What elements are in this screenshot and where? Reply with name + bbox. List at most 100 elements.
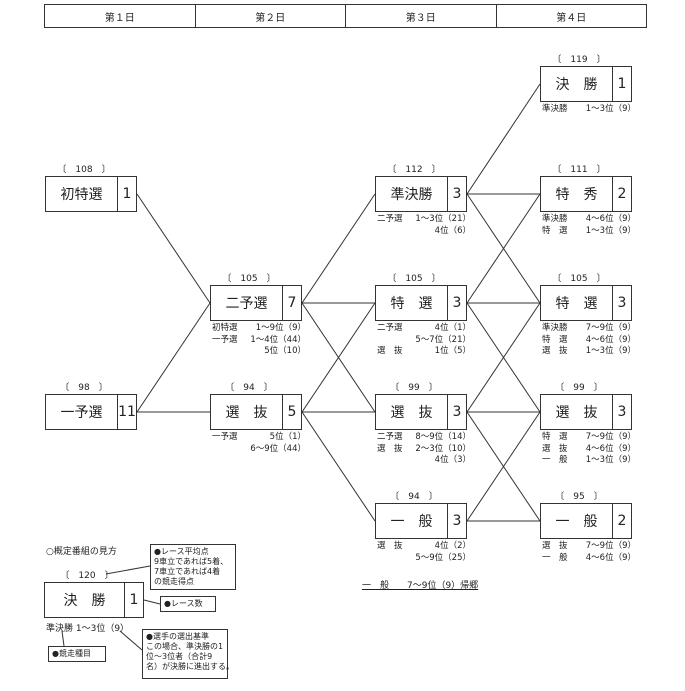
criteria-line: 4位（6）	[377, 226, 471, 238]
race-number: 〔 111 〕	[552, 165, 606, 175]
progression-line	[301, 411, 376, 522]
race-name: 選 抜	[376, 395, 448, 429]
race-number: 〔 99 〕	[555, 383, 603, 393]
race-count: 5	[287, 404, 297, 420]
criteria-line: 特 選 1～3位（9）	[542, 226, 636, 238]
source-race: 特 選	[542, 225, 568, 236]
legend-race-box: 決 勝 1	[44, 582, 144, 618]
rank-range: 5～7位（21）	[415, 334, 471, 345]
rank-range: 4位（3）	[434, 455, 471, 465]
source-race: 準決勝	[542, 323, 568, 333]
progression-line	[136, 193, 211, 304]
progression-line	[301, 193, 376, 304]
race-name: 初特選	[46, 177, 118, 211]
rank-range: 1～3位（9）	[585, 455, 636, 465]
rank-range: 1～3位（9）	[585, 225, 636, 236]
source-race	[377, 553, 415, 565]
race-number: 〔 94 〕	[225, 383, 273, 393]
race-number: 〔 99 〕	[390, 383, 438, 393]
race-number: 〔 105 〕	[387, 274, 441, 284]
race-count: 3	[452, 186, 462, 202]
criteria-line: 一 般 1～3位（9）	[542, 455, 636, 467]
rank-range: 4～6位（9）	[585, 214, 636, 224]
rank-range: 4～6位（9）	[585, 334, 636, 345]
source-race	[212, 444, 250, 456]
legend-pointer-line	[143, 599, 161, 605]
criteria-line: 特 選 4～6位（9）	[542, 335, 636, 347]
source-race	[377, 335, 415, 347]
rank-range: 1～3位（9）	[585, 346, 636, 356]
criteria-line: 選 抜 7～9位（9）	[542, 541, 636, 553]
source-race: 二予選	[377, 214, 403, 224]
rank-range: 8～9位（14）	[415, 432, 471, 442]
rank-range: 1～3位（9）	[585, 104, 636, 114]
criteria-line: 二予選 1～3位（21）	[377, 214, 471, 226]
rank-range: 7～9位（9）	[585, 323, 636, 333]
legend-title: ○概定番組の見方	[46, 547, 117, 557]
day-header-3: 第３日	[346, 5, 497, 27]
note-average-points: ●レース平均点 9車立であれば5着、 7車立であれば4着 の競走得点	[150, 544, 236, 590]
criteria-line: 選 抜 1～3位（9）	[542, 346, 636, 358]
progression-line	[466, 83, 541, 195]
legend-race-count: 1	[129, 592, 139, 608]
legend-pointer-line	[119, 630, 143, 651]
criteria-line: 4位（3）	[377, 455, 471, 467]
progression-line	[466, 302, 541, 413]
day-header-4: 第４日	[556, 12, 587, 24]
source-race: 一予選	[212, 432, 238, 442]
criteria-line: 準決勝 7～9位（9）	[542, 323, 636, 335]
race-name: 特 選	[376, 286, 448, 320]
source-race: 選 抜	[542, 346, 568, 356]
rank-range: 4～6位（9）	[585, 443, 636, 454]
rank-range: 5～9位（25）	[415, 552, 471, 563]
source-race	[212, 346, 256, 358]
race-name: 一 般	[541, 504, 613, 538]
rank-range: 1～3位（21）	[415, 214, 471, 224]
note-race-count: ●レース数	[160, 596, 216, 612]
note-selection-criteria: ●選手の選出基準 この場合、準決勝の1 位～3位者（合計9 名）が決勝に進出する…	[142, 629, 234, 679]
criteria-line: 5～9位（25）	[377, 553, 471, 565]
source-race: 特 選	[542, 334, 568, 345]
source-race: 一 般	[542, 552, 568, 563]
progression-line	[466, 193, 541, 304]
race-name: 選 抜	[211, 395, 283, 429]
note-event-type: ●競走種目	[48, 646, 106, 662]
race-name: 選 抜	[541, 395, 613, 429]
source-race	[377, 226, 421, 238]
source-race: 二予選	[377, 432, 403, 442]
race-number: 〔 119 〕	[552, 55, 606, 65]
race-name: 一予選	[46, 395, 118, 429]
source-race: 選 抜	[542, 541, 568, 551]
day-header-2: 第２日	[196, 5, 346, 27]
source-race: 選 抜	[377, 443, 403, 454]
race-count: 3	[617, 295, 627, 311]
race-name: 二予選	[211, 286, 283, 320]
source-race: 一 般	[542, 455, 568, 465]
progression-line	[301, 302, 376, 413]
race-count: 3	[452, 404, 462, 420]
rank-range: 7～9位（9）	[585, 432, 636, 442]
race-number: 〔 105 〕	[222, 274, 276, 284]
race-count: 3	[452, 295, 462, 311]
rank-range: 7～9位（9）	[585, 541, 636, 551]
legend-race-number: 〔 120 〕	[60, 571, 114, 581]
legend-pointer-line	[61, 630, 65, 647]
